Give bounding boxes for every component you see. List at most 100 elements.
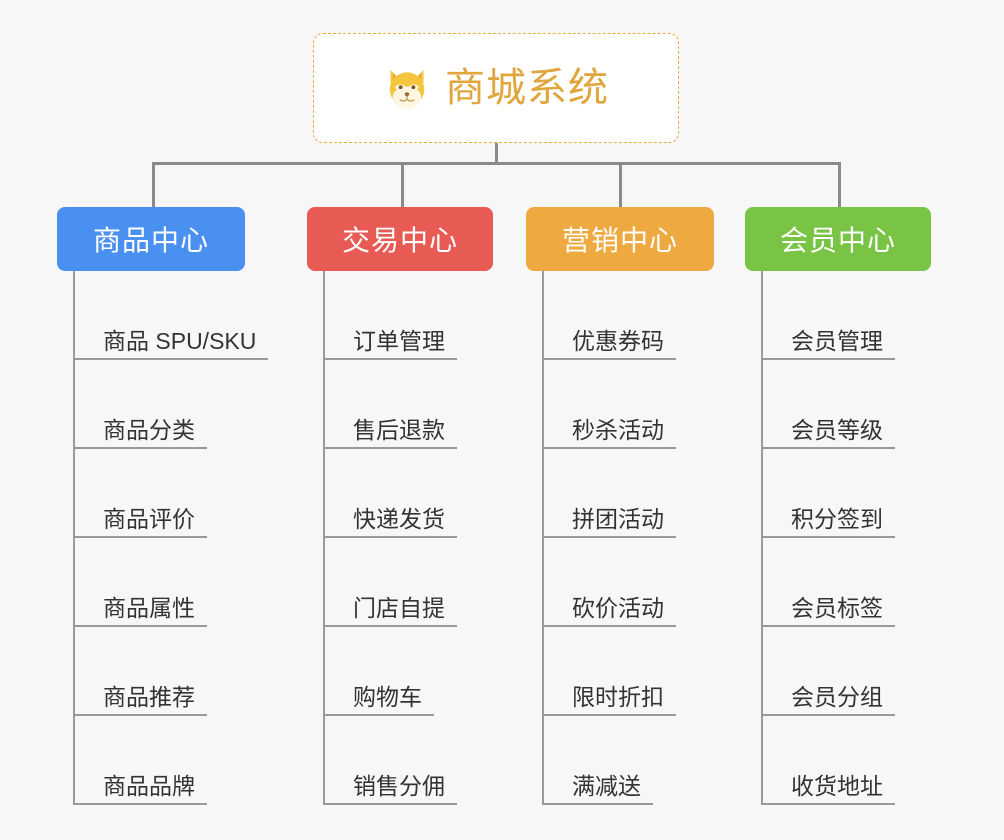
category-title-1: 商品中心 <box>92 225 209 256</box>
leaf-underline <box>73 714 207 716</box>
branch-column-1: 商品中心 商品 SPU/SKU 商品分类 商品评价 商品属性 商品推荐 商品品牌 <box>57 207 307 805</box>
leaf-list-4: 会员管理 会员等级 积分签到 会员标签 会员分组 收货地址 <box>745 271 965 805</box>
shiba-dog-face-icon <box>389 70 425 111</box>
leaf-underline <box>761 714 895 716</box>
leaf-label: 门店自提 <box>353 594 445 621</box>
leaf-underline <box>323 714 434 716</box>
leaf-label: 商品品牌 <box>103 772 195 799</box>
leaf-underline <box>542 447 676 449</box>
leaf-item[interactable]: 售后退款 <box>323 360 526 449</box>
leaf-list-2: 订单管理 售后退款 快递发货 门店自提 购物车 销售分佣 <box>307 271 526 805</box>
leaf-item[interactable]: 购物车 <box>323 627 526 716</box>
leaf-rail-4 <box>761 271 763 805</box>
leaf-underline <box>761 447 895 449</box>
leaf-item[interactable]: 秒杀活动 <box>542 360 745 449</box>
leaf-underline <box>323 447 457 449</box>
leaf-list-3: 优惠券码 秒杀活动 拼团活动 砍价活动 限时折扣 满减送 <box>526 271 745 805</box>
leaf-item[interactable]: 会员管理 <box>761 271 965 360</box>
leaf-label: 限时折扣 <box>572 683 664 710</box>
root-title: 商城系统 <box>445 66 609 110</box>
category-title-2: 交易中心 <box>341 225 458 256</box>
leaf-underline <box>542 358 676 360</box>
leaf-item[interactable]: 满减送 <box>542 716 745 805</box>
leaf-underline <box>761 625 895 627</box>
leaf-label: 销售分佣 <box>353 772 445 799</box>
leaf-item[interactable]: 门店自提 <box>323 538 526 627</box>
leaf-rail-1 <box>73 271 75 805</box>
leaf-label: 会员等级 <box>791 416 883 443</box>
leaf-item[interactable]: 积分签到 <box>761 449 965 538</box>
leaf-label: 收货地址 <box>791 772 883 799</box>
category-header-2[interactable]: 交易中心 <box>307 207 493 271</box>
root-node[interactable]: 商城系统 <box>313 33 679 143</box>
leaf-underline <box>542 625 676 627</box>
leaf-item[interactable]: 会员分组 <box>761 627 965 716</box>
leaf-rail-2 <box>323 271 325 805</box>
leaf-item[interactable]: 收货地址 <box>761 716 965 805</box>
leaf-item[interactable]: 会员标签 <box>761 538 965 627</box>
leaf-item[interactable]: 销售分佣 <box>323 716 526 805</box>
leaf-label: 商品评价 <box>103 505 195 532</box>
leaf-item[interactable]: 商品分类 <box>73 360 307 449</box>
leaf-item[interactable]: 砍价活动 <box>542 538 745 627</box>
leaf-list-1: 商品 SPU/SKU 商品分类 商品评价 商品属性 商品推荐 商品品牌 <box>57 271 307 805</box>
leaf-item[interactable]: 优惠券码 <box>542 271 745 360</box>
leaf-item[interactable]: 订单管理 <box>323 271 526 360</box>
branch-column-3: 营销中心 优惠券码 秒杀活动 拼团活动 砍价活动 限时折扣 满减送 <box>526 207 745 805</box>
leaf-item[interactable]: 快递发货 <box>323 449 526 538</box>
leaf-label: 商品推荐 <box>103 683 195 710</box>
leaf-underline <box>73 536 207 538</box>
connector-horizontal-bus <box>152 162 840 165</box>
leaf-label: 售后退款 <box>353 416 445 443</box>
leaf-label: 商品 SPU/SKU <box>103 327 257 354</box>
leaf-label: 拼团活动 <box>572 505 664 532</box>
connector-drop-3 <box>619 162 622 207</box>
leaf-underline <box>73 358 268 360</box>
leaf-underline <box>761 358 895 360</box>
leaf-label: 砍价活动 <box>572 594 664 621</box>
leaf-underline <box>73 447 207 449</box>
branch-column-2: 交易中心 订单管理 售后退款 快递发货 门店自提 购物车 销售分佣 <box>307 207 526 805</box>
leaf-label: 会员管理 <box>791 327 883 354</box>
leaf-label: 购物车 <box>353 683 422 710</box>
leaf-label: 会员分组 <box>791 683 883 710</box>
leaf-underline <box>73 803 207 805</box>
category-header-1[interactable]: 商品中心 <box>57 207 245 271</box>
category-title-4: 会员中心 <box>779 225 896 256</box>
leaf-underline <box>761 803 895 805</box>
leaf-underline <box>73 625 207 627</box>
leaf-item[interactable]: 商品 SPU/SKU <box>73 271 307 360</box>
connector-root-stem <box>495 143 498 164</box>
leaf-underline <box>323 358 457 360</box>
leaf-item[interactable]: 拼团活动 <box>542 449 745 538</box>
leaf-label: 会员标签 <box>791 594 883 621</box>
leaf-item[interactable]: 限时折扣 <box>542 627 745 716</box>
leaf-item[interactable]: 商品评价 <box>73 449 307 538</box>
leaf-label: 积分签到 <box>791 505 883 532</box>
leaf-label: 快递发货 <box>353 505 445 532</box>
category-header-4[interactable]: 会员中心 <box>745 207 931 271</box>
leaf-underline <box>323 536 457 538</box>
leaf-underline <box>542 714 676 716</box>
category-title-3: 营销中心 <box>561 225 678 256</box>
leaf-item[interactable]: 商品品牌 <box>73 716 307 805</box>
connector-drop-4 <box>838 162 841 207</box>
leaf-item[interactable]: 会员等级 <box>761 360 965 449</box>
leaf-label: 秒杀活动 <box>572 416 664 443</box>
leaf-item[interactable]: 商品属性 <box>73 538 307 627</box>
leaf-rail-3 <box>542 271 544 805</box>
connector-drop-2 <box>401 162 404 207</box>
leaf-underline <box>323 803 457 805</box>
leaf-underline <box>323 625 457 627</box>
leaf-underline <box>761 536 895 538</box>
category-header-3[interactable]: 营销中心 <box>526 207 714 271</box>
leaf-underline <box>542 803 653 805</box>
leaf-item[interactable]: 商品推荐 <box>73 627 307 716</box>
leaf-underline <box>542 536 676 538</box>
connector-drop-1 <box>152 162 155 207</box>
leaf-label: 商品分类 <box>103 416 195 443</box>
leaf-label: 商品属性 <box>103 594 195 621</box>
branch-column-4: 会员中心 会员管理 会员等级 积分签到 会员标签 会员分组 收货地址 <box>745 207 965 805</box>
leaf-label: 满减送 <box>572 772 641 799</box>
